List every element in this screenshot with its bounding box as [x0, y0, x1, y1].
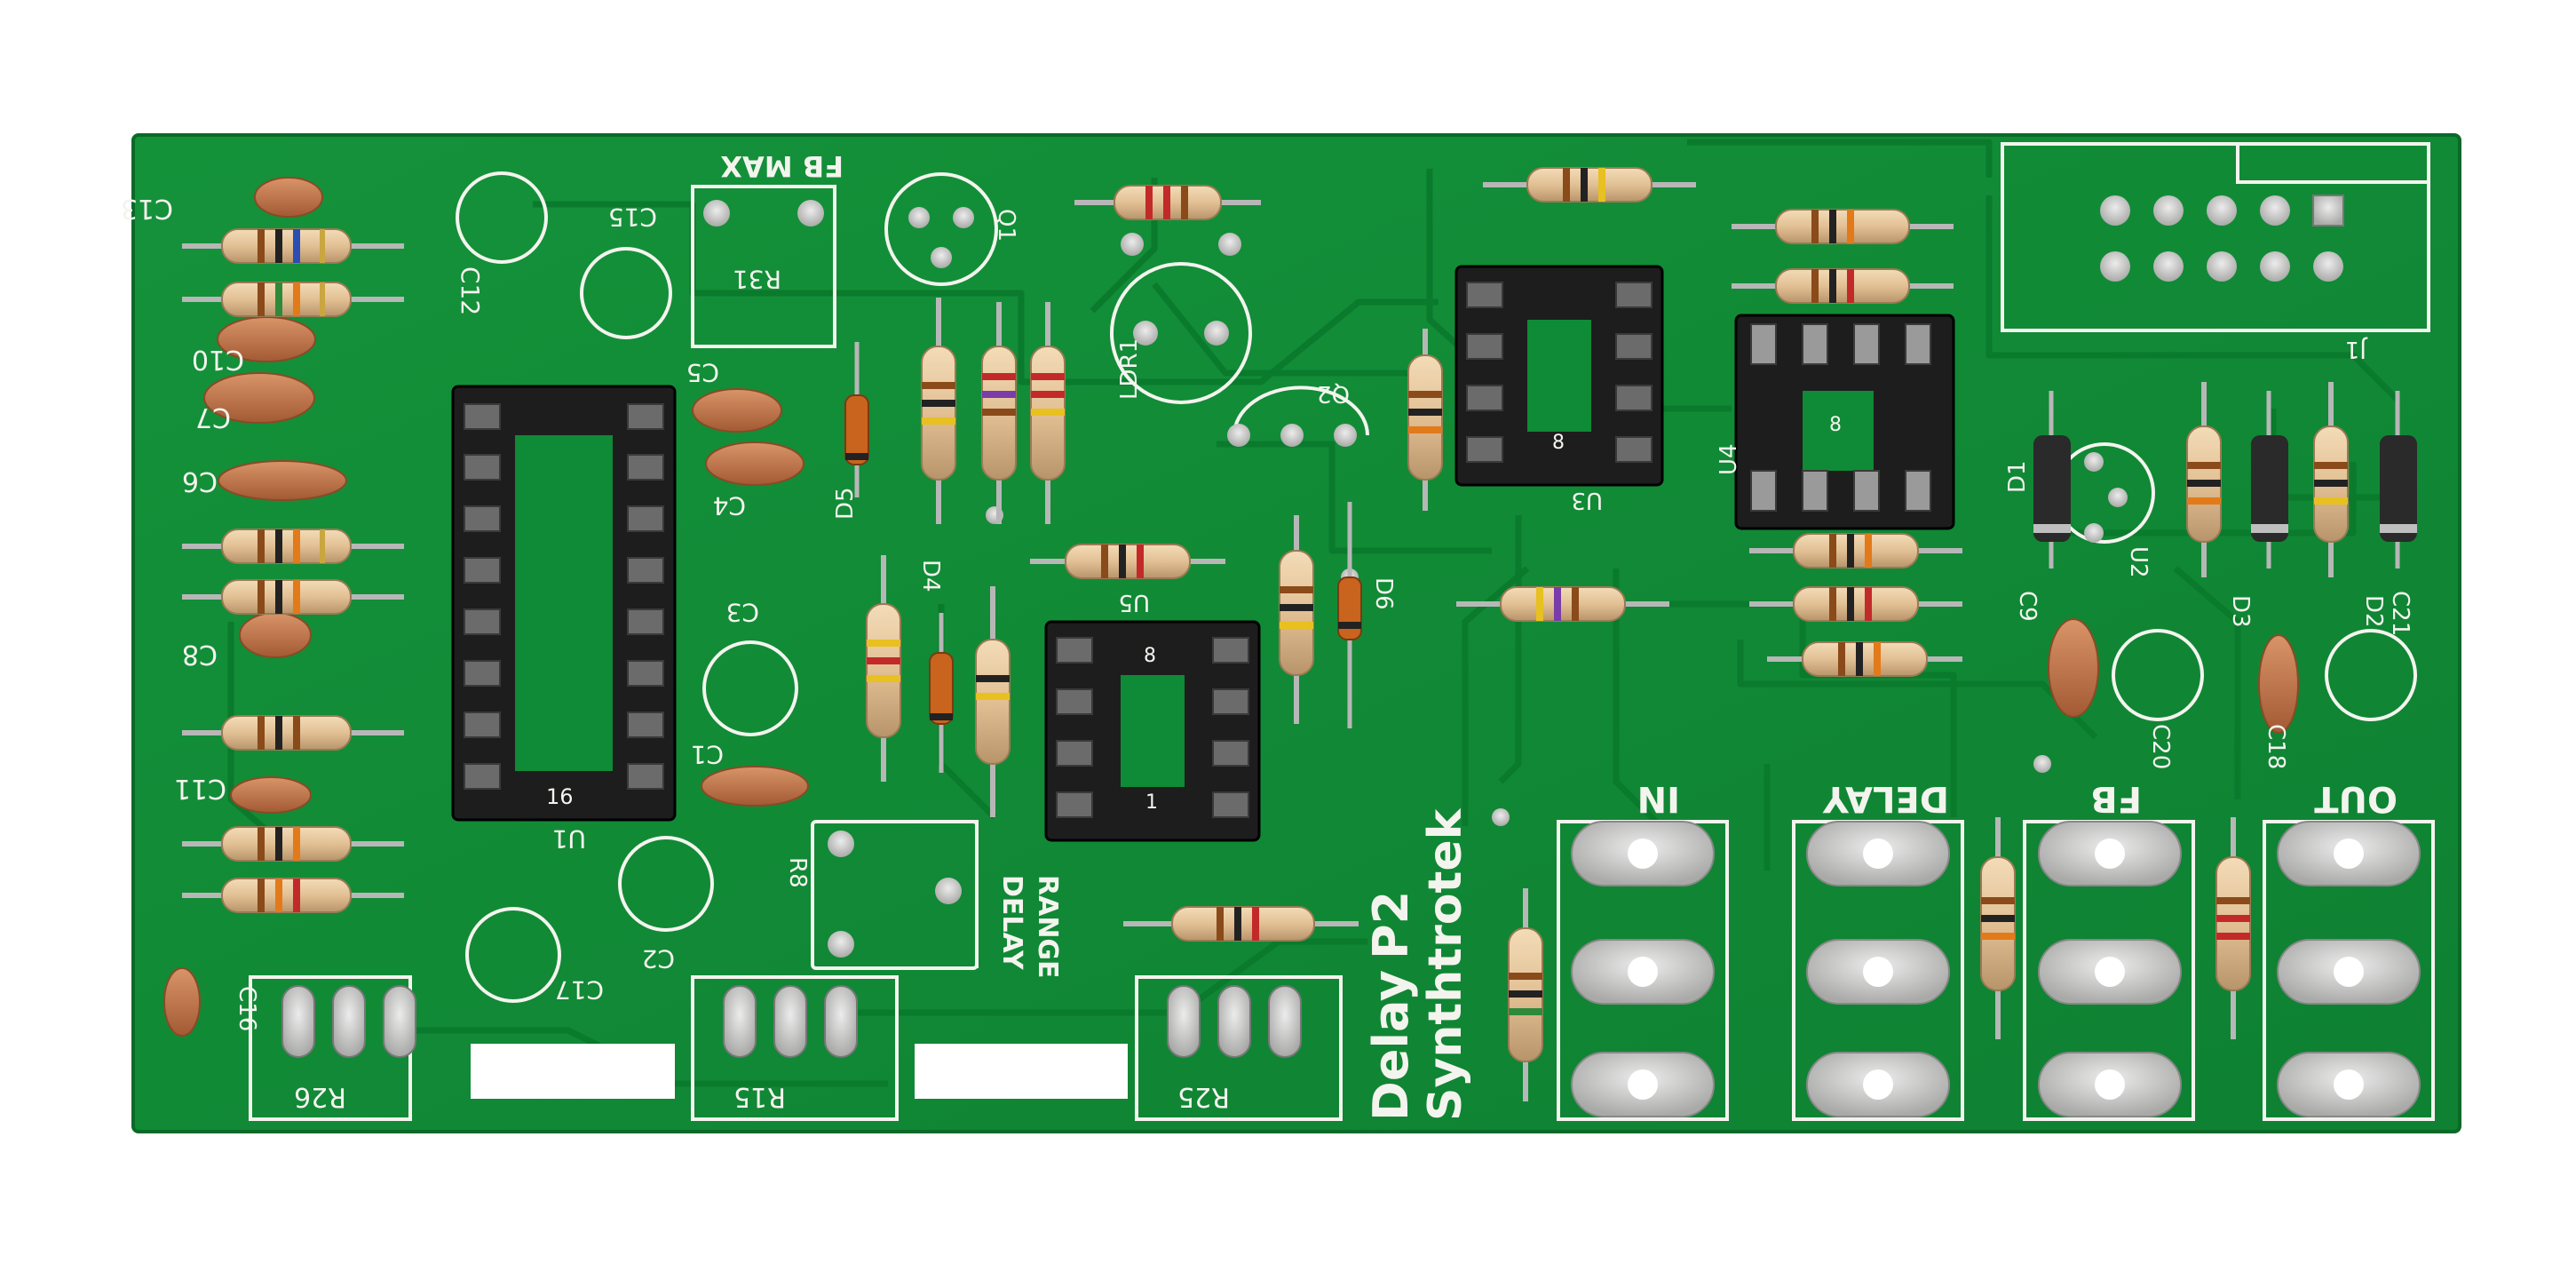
trimmer-r26 [281, 985, 416, 1058]
jack-label-out: OUT [2314, 778, 2398, 819]
label-u4-pin: 8 [1829, 414, 1842, 436]
label-c7: C7 [195, 401, 231, 433]
label-ldr1: LDR1 [1116, 338, 1143, 400]
trimmer-r25 [1167, 985, 1302, 1058]
ic-socket-u3 [1454, 265, 1664, 487]
jack-delay [1806, 821, 1950, 1117]
diodes [844, 342, 2417, 773]
jack-fb [2038, 821, 2182, 1117]
label-c9: C9 [2014, 591, 2041, 622]
label-r31: R31 [733, 265, 781, 294]
label-c6: C6 [182, 465, 218, 497]
label-d2: D2 [2360, 595, 2387, 628]
label-c8: C8 [182, 639, 218, 670]
ic-socket-u4 [1734, 314, 1955, 530]
ic-socket-u5 [1044, 620, 1261, 842]
trimmer-r15 [723, 985, 858, 1058]
via-pads [703, 200, 2128, 958]
label-c5: C5 [686, 358, 719, 387]
jack-label-fb: FB [2090, 778, 2142, 819]
ic-socket-u1 [451, 385, 677, 822]
label-c12: C12 [456, 266, 485, 315]
label-q1: Q1 [993, 209, 1019, 242]
label-d5: D5 [832, 487, 859, 520]
label-u1: U1 [552, 824, 586, 854]
label-u4: U4 [1716, 443, 1742, 475]
label-d1: D1 [2004, 460, 2031, 493]
label-r26: R26 [294, 1081, 346, 1112]
label-c18: C18 [2263, 724, 2289, 769]
resistors-horizontal [182, 167, 1962, 942]
label-r8: R8 [784, 857, 811, 888]
label-d6: D6 [1370, 577, 1397, 610]
label-c21: C21 [2387, 591, 2414, 636]
label-c15: C15 [608, 203, 657, 232]
label-c4: C4 [713, 491, 746, 521]
label-c3: C3 [726, 598, 759, 627]
resistor-bands [258, 168, 1881, 941]
label-c11: C11 [174, 773, 226, 804]
brand-name: Synthtrotek [1419, 807, 1472, 1121]
product-name: Delay [1363, 970, 1419, 1121]
label-u5-pin2: 1 [1145, 791, 1158, 814]
jack-label-in: IN [1637, 778, 1680, 819]
label-j1: J1 [2345, 336, 2368, 362]
label-u5-pin: 8 [1144, 645, 1156, 667]
label-r15: R15 [733, 1081, 786, 1112]
label-u3-pin: 8 [1552, 432, 1565, 454]
ceramic-capacitors [163, 177, 2299, 1037]
jack-out [2277, 821, 2421, 1117]
label-c13: C13 [121, 193, 173, 224]
label-delay-range-1: DELAY [996, 875, 1027, 971]
label-fb-max: FB MAX [720, 149, 844, 183]
label-q2: Q2 [1317, 380, 1350, 407]
label-u2: U2 [2125, 546, 2152, 578]
label-u1-pin: 16 [546, 784, 574, 809]
jack-label-delay: DELAY [1822, 778, 1949, 819]
resistors-vertical [866, 298, 2349, 1101]
silkscreen-labels: C13 C10 C7 C6 C8 C11 C16 C15 C12 C5 C4 C… [121, 149, 2414, 1121]
label-c16: C16 [234, 986, 260, 1031]
label-d3: D3 [2227, 595, 2254, 628]
label-c10: C10 [192, 344, 244, 375]
jack-in [1571, 821, 1715, 1117]
label-r25: R25 [1177, 1081, 1230, 1112]
power-header-pads [2100, 195, 2344, 282]
label-c17: C17 [555, 975, 604, 1005]
label-c2: C2 [642, 944, 675, 974]
label-c20: C20 [2147, 724, 2174, 769]
label-u3: U3 [1571, 487, 1603, 513]
label-delay-range-2: RANGE [1032, 875, 1063, 979]
label-d4: D4 [917, 560, 944, 592]
label-c1: C1 [691, 740, 724, 769]
product-version: P2 [1363, 891, 1419, 959]
jack-pads [1571, 821, 2421, 1117]
label-u5: U5 [1118, 589, 1150, 616]
